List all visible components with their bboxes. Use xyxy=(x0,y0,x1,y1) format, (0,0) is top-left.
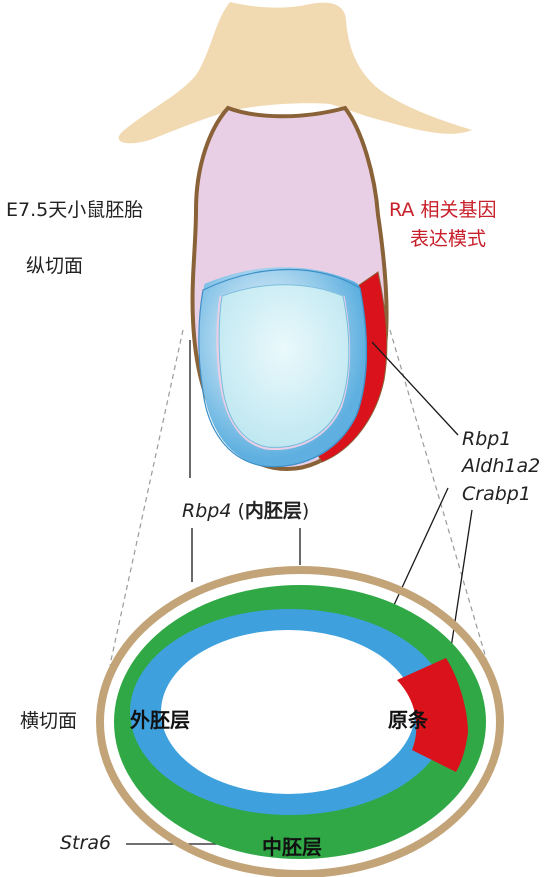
endoderm-label: 内胚层 xyxy=(244,500,302,522)
epiblast-layer-edge xyxy=(198,268,367,468)
gene-label-aldh1a2: Aldh1a2 xyxy=(462,455,541,477)
ectoderm-label: 外胚层 xyxy=(130,708,190,732)
streak-region-transverse xyxy=(397,658,468,772)
rbp4-endoderm-label: Rbp4 (内胚层) xyxy=(182,496,309,523)
ra-pattern-label-line1: RA 相关基因 xyxy=(389,199,497,221)
rbp4-gene-name: Rbp4 xyxy=(182,500,232,522)
epiblast-layer xyxy=(199,267,368,468)
pro-amniotic-cavity xyxy=(218,284,350,448)
gene-label-rbp1: Rbp1 xyxy=(462,428,512,450)
decidua-tissue xyxy=(118,2,472,144)
mesoderm-label: 中胚层 xyxy=(262,835,322,859)
primitive-streak-label: 原条 xyxy=(388,708,428,732)
rbp4-paren-close: ) xyxy=(301,500,310,522)
outer-ring-tan xyxy=(96,566,504,877)
projection-line-right xyxy=(389,329,489,666)
ra-pattern-label-line2: 表达模式 xyxy=(410,228,487,250)
rbp4-paren-open: ( xyxy=(231,500,245,522)
pointer-genes-streak xyxy=(371,341,459,436)
transverse-cavity xyxy=(161,630,415,794)
projection-line-left xyxy=(109,329,184,666)
transverse-section-label: 横切面 xyxy=(20,710,78,732)
stra6-gene-label: Stra6 xyxy=(60,832,112,854)
longitudinal-section-label: 纵切面 xyxy=(26,255,84,277)
embryo-stage-label: E7.5天小鼠胚胎 xyxy=(6,199,144,221)
gene-label-crabp1: Crabp1 xyxy=(462,483,531,505)
pointer-genes-mesoderm xyxy=(387,487,449,619)
